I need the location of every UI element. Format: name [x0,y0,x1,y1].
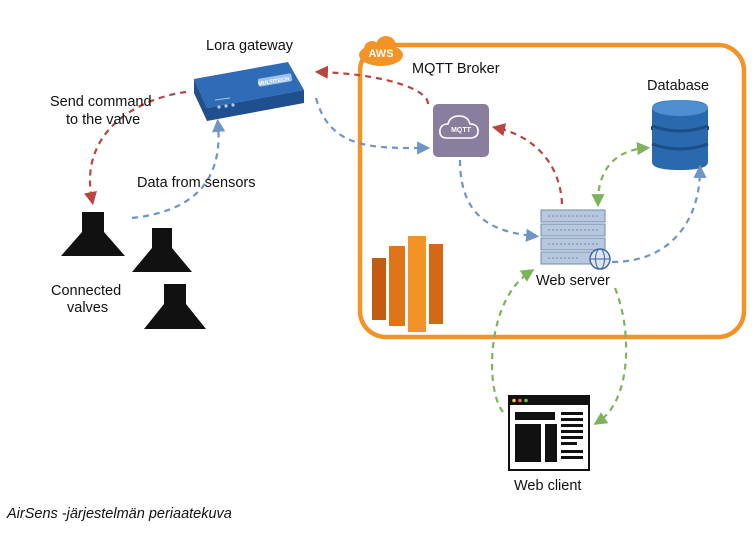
arrow-server-to-client [593,287,628,425]
lora-gateway-icon [194,62,304,121]
globe-icon [589,248,611,270]
web-server-icon [540,209,606,265]
aws-compute-icon [372,236,443,332]
aws-badge-label: AWS [368,48,394,60]
figure-caption: AirSens -järjestelmän periaatekuva [7,506,232,522]
valve-icon [132,228,192,272]
aws-region [357,42,747,340]
send-command-label-line1: Send command [50,94,152,110]
mqtt-icon-label: MQTT [451,127,471,134]
web-server-label: Web server [536,273,610,289]
arrow-data-broker-to-server [458,159,540,242]
valve-icon [144,284,206,329]
aws-cloud-icon [359,36,403,66]
arrow-client-to-server [490,269,535,413]
web-client-icon [508,395,590,471]
database-icon [651,100,709,170]
arrow-command-server-to-broker [491,123,564,205]
mqtt-broker-icon [433,104,489,157]
arrow-command-broker-to-gateway [314,65,430,105]
sensor-data-label: Data from sensors [137,175,256,191]
send-command-label-line2: to the valve [66,112,141,128]
arrow-data-valves-to-gateway [131,118,226,220]
valves-label-line1: Connected [51,283,122,299]
valve-icon [61,212,125,256]
web-client-label: Web client [514,478,582,494]
architecture-diagram [61,36,747,471]
valves-label-line2: valves [67,300,109,316]
lora-gateway-label: Lora gateway [206,38,294,54]
arrow-data-gateway-to-broker [314,97,431,155]
mqtt-broker-label: MQTT Broker [412,61,500,77]
database-label: Database [647,78,710,94]
arrow-database-server-link [591,142,651,208]
arrow-data-server-to-database [611,164,707,264]
